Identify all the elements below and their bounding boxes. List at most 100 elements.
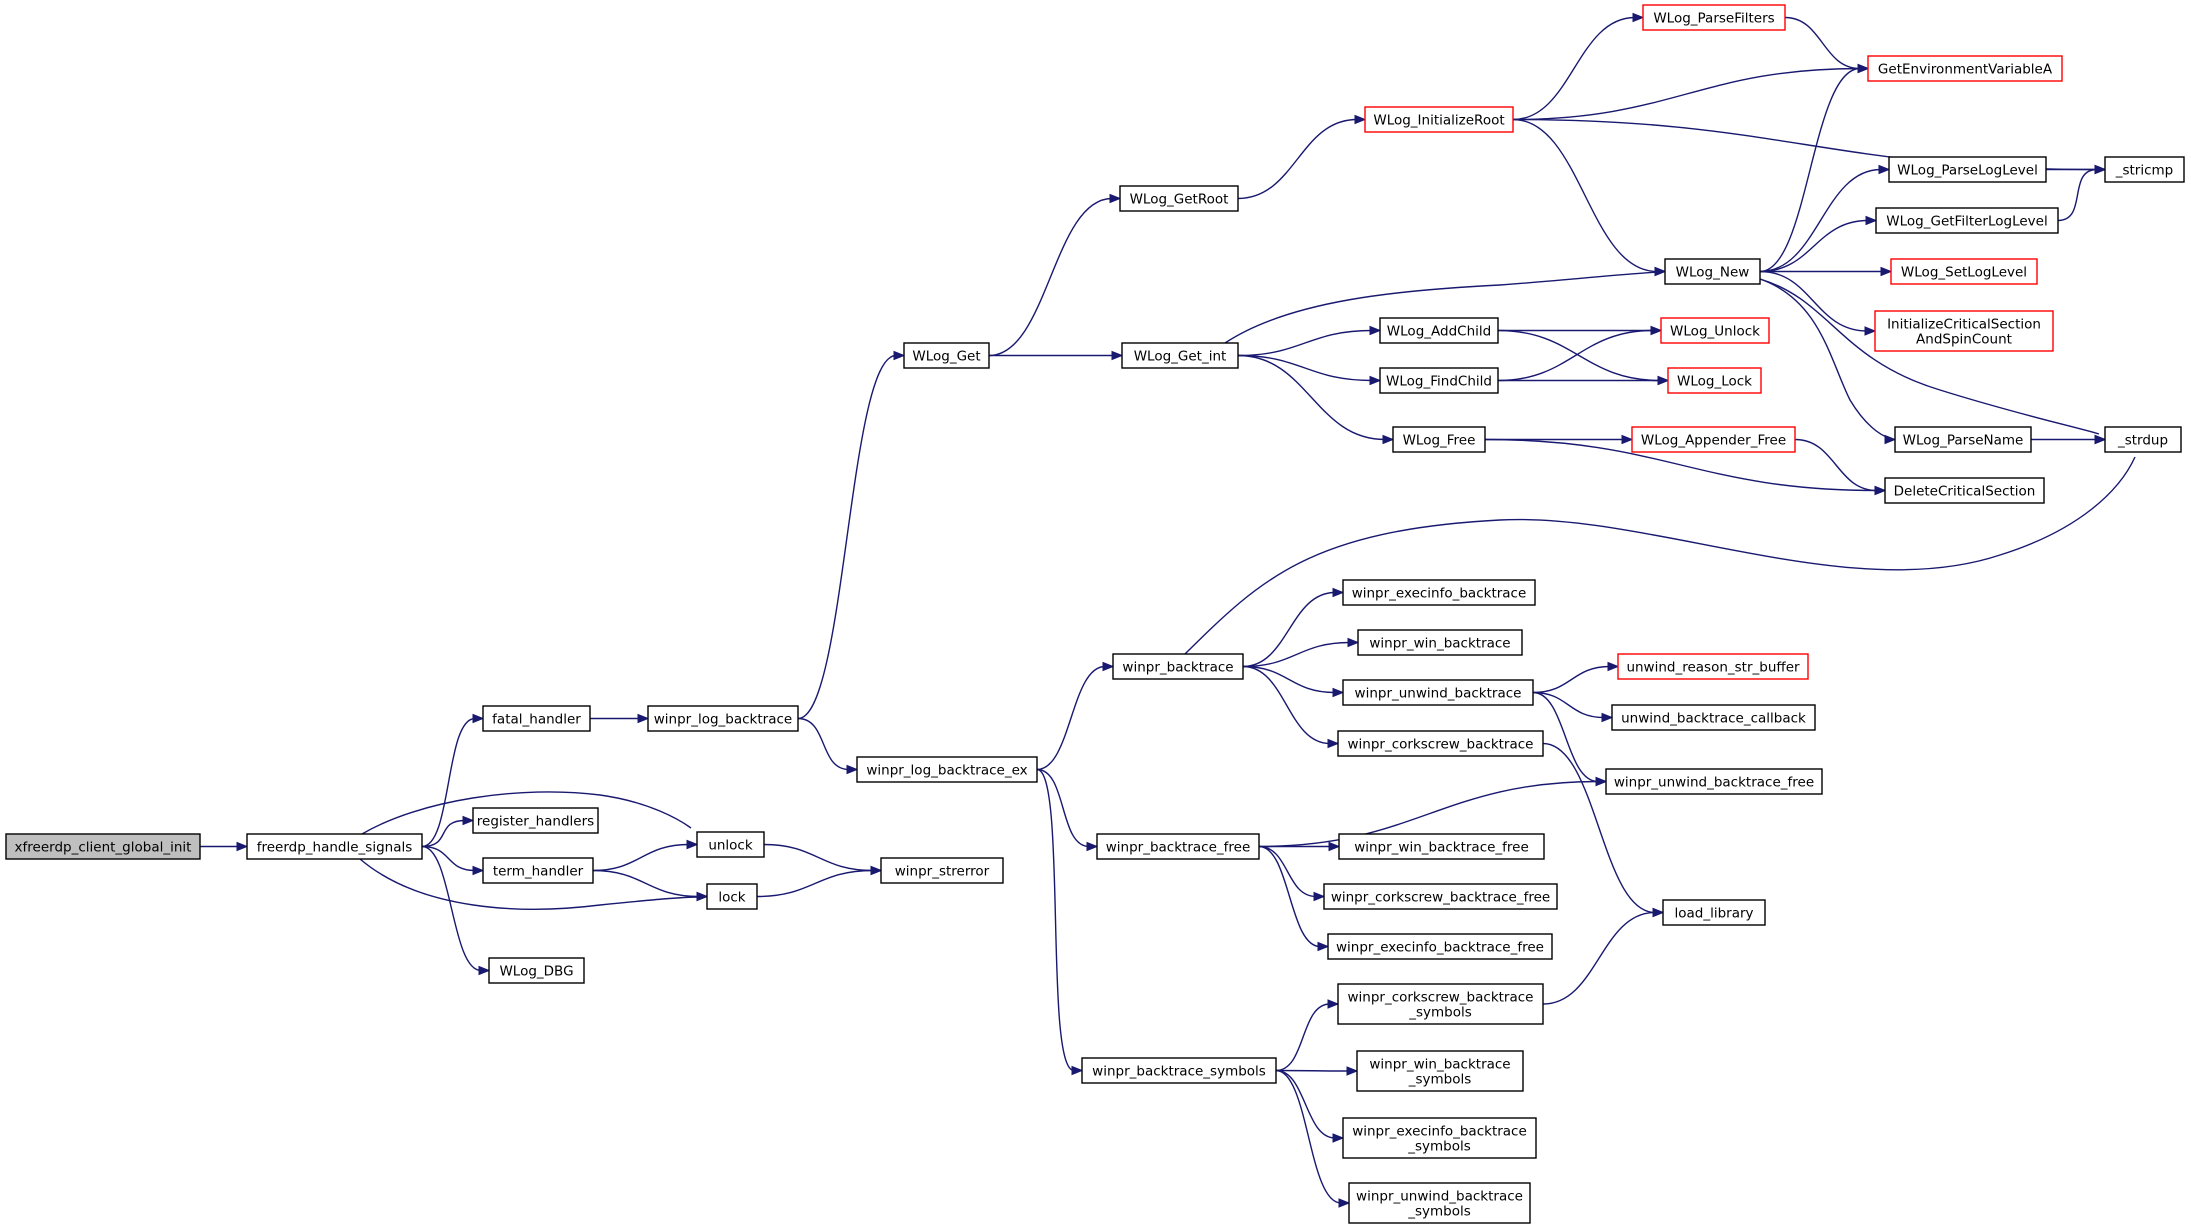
- node-getfilterloglevel[interactable]: WLog_GetFilterLogLevel: [1875, 207, 2059, 234]
- edge-line: [2057, 168, 2098, 222]
- node-box: [696, 831, 765, 858]
- node-label: _stricmp: [2115, 163, 2174, 179]
- node-unwind-sym[interactable]: winpr_unwind_backtrace_symbols: [1348, 1182, 1531, 1224]
- node-wlogdbg[interactable]: WLog_DBG: [488, 957, 585, 984]
- node-box: [1327, 933, 1553, 960]
- node-root[interactable]: xfreerdp_client_global_init: [5, 833, 201, 860]
- edge-logbt-to-wlogget: [797, 350, 906, 720]
- node-box: [1112, 653, 1244, 680]
- edge-arrowhead: [1864, 326, 1877, 336]
- node-bt-symbols[interactable]: winpr_backtrace_symbols: [1081, 1057, 1277, 1084]
- node-box: [5, 833, 201, 860]
- node-corkscrew-bt[interactable]: winpr_corkscrew_backtrace: [1337, 730, 1544, 757]
- node-corkscrew-sym[interactable]: winpr_corkscrew_backtrace_symbols: [1337, 983, 1544, 1025]
- node-bt-free[interactable]: winpr_backtrace_free: [1096, 833, 1260, 860]
- edge-handle-to-fatal: [421, 713, 485, 848]
- node-logbt[interactable]: winpr_log_backtrace: [647, 705, 799, 732]
- node-unwind-bt-free[interactable]: winpr_unwind_backtrace_free: [1605, 768, 1823, 795]
- node-backtrace[interactable]: winpr_backtrace: [1112, 653, 1244, 680]
- edge-line: [1532, 691, 1605, 719]
- edge-line: [1759, 270, 1868, 332]
- edge-arrowhead: [2094, 434, 2107, 445]
- edge-arrowhead: [1071, 1065, 1084, 1076]
- edge-logbtex-to-backtrace: [1036, 661, 1115, 771]
- edge-line: [1224, 271, 1660, 344]
- node-box: [1664, 258, 1761, 285]
- node-strerror[interactable]: winpr_strerror: [880, 857, 1004, 884]
- node-label: lock: [718, 890, 745, 906]
- node-unwind-reason[interactable]: unwind_reason_str_buffer: [1617, 653, 1809, 680]
- node-fatal[interactable]: fatal_handler: [482, 705, 591, 732]
- node-unwind-cb[interactable]: unwind_backtrace_callback: [1611, 704, 1816, 731]
- node-label: WLog_Lock: [1677, 374, 1752, 390]
- node-getint[interactable]: WLog_Get_int: [1121, 342, 1239, 369]
- node-box: [1631, 426, 1796, 453]
- edge-line: [1759, 278, 1890, 439]
- node-label: _symbols: [1408, 1005, 1472, 1021]
- node-wlognew[interactable]: WLog_New: [1664, 258, 1761, 285]
- edge-bt-symbols-to-win-sym: [1275, 1066, 1359, 1076]
- node-execinfo-sym[interactable]: winpr_execinfo_backtrace_symbols: [1342, 1117, 1537, 1159]
- edge-arrowhead: [1884, 434, 1897, 445]
- node-addchild[interactable]: WLog_AddChild: [1379, 317, 1499, 344]
- node-box: [482, 705, 591, 732]
- node-win-sym[interactable]: winpr_win_backtrace_symbols: [1356, 1050, 1524, 1092]
- node-box: [1081, 1057, 1277, 1084]
- edge-arrowhead: [1332, 1133, 1345, 1143]
- node-logbtex[interactable]: winpr_log_backtrace_ex: [856, 756, 1038, 783]
- node-label: freerdp_handle_signals: [257, 840, 413, 856]
- node-handle[interactable]: freerdp_handle_signals: [246, 833, 423, 860]
- node-term[interactable]: term_handler: [482, 857, 594, 884]
- node-strdup[interactable]: _strdup: [2104, 426, 2182, 453]
- node-label: WLog_GetRoot: [1130, 192, 1229, 208]
- node-box: [1342, 1117, 1537, 1159]
- node-findchild[interactable]: WLog_FindChild: [1379, 367, 1499, 394]
- node-lock[interactable]: lock: [706, 883, 758, 910]
- node-getenv[interactable]: GetEnvironmentVariableA: [1867, 55, 2063, 82]
- node-unwind-bt[interactable]: winpr_unwind_backtrace: [1342, 679, 1534, 706]
- node-parseloglevel[interactable]: WLog_ParseLogLevel: [1888, 156, 2047, 183]
- node-label: winpr_execinfo_backtrace_free: [1336, 940, 1544, 956]
- node-label: winpr_log_backtrace_ex: [866, 763, 1027, 779]
- node-box: [1888, 156, 2047, 183]
- edge-line: [1242, 641, 1351, 668]
- node-label: winpr_unwind_backtrace_free: [1614, 775, 1814, 791]
- node-unlock[interactable]: unlock: [696, 831, 765, 858]
- node-execinfo-bt-free[interactable]: winpr_execinfo_backtrace_free: [1327, 933, 1553, 960]
- node-label: WLog_Unlock: [1670, 324, 1760, 340]
- edge-wlognew-to-setloglevel: [1759, 266, 1893, 277]
- node-deletecs[interactable]: DeleteCriticalSection: [1884, 477, 2045, 504]
- node-win-bt-free[interactable]: winpr_win_backtrace_free: [1338, 833, 1545, 860]
- edge-line: [361, 791, 692, 835]
- edge-line: [797, 354, 897, 720]
- edge-line: [1784, 16, 1861, 70]
- node-wlogget[interactable]: WLog_Get: [903, 342, 990, 369]
- node-box: [1337, 730, 1544, 757]
- node-loadlib[interactable]: load_library: [1662, 899, 1766, 926]
- edge-wlognew-to-getenv: [1759, 63, 1870, 273]
- node-appenderfree[interactable]: WLog_Appender_Free: [1631, 426, 1796, 453]
- node-stricmp[interactable]: _stricmp: [2104, 156, 2185, 183]
- edge-line: [1759, 67, 1861, 273]
- node-parsename[interactable]: WLog_ParseName: [1894, 426, 2032, 453]
- edge-term-to-unlock: [592, 839, 699, 872]
- node-parsefilters[interactable]: WLog_ParseFilters: [1642, 4, 1786, 31]
- node-wlogunlock[interactable]: WLog_Unlock: [1660, 317, 1770, 344]
- node-execinfo-bt[interactable]: winpr_execinfo_backtrace: [1342, 579, 1536, 606]
- edge-arrowhead: [1332, 687, 1345, 698]
- node-getroot[interactable]: WLog_GetRoot: [1119, 185, 1239, 212]
- edge-arrowhead: [1632, 12, 1645, 23]
- node-wloglock[interactable]: WLog_Lock: [1667, 367, 1762, 394]
- node-register[interactable]: register_handlers: [472, 807, 599, 834]
- node-corkscrew-bt-free[interactable]: winpr_corkscrew_backtrace_free: [1323, 883, 1558, 910]
- node-box: [1392, 426, 1486, 453]
- node-win-bt[interactable]: winpr_win_backtrace: [1357, 629, 1523, 656]
- node-setloglevel[interactable]: WLog_SetLogLevel: [1890, 258, 2038, 285]
- node-label: winpr_corkscrew_backtrace_free: [1331, 890, 1550, 906]
- edge-bt-symbols-to-corkscrew-sym: [1275, 999, 1340, 1072]
- edge-arrowhead: [1369, 325, 1382, 336]
- node-wlogfree[interactable]: WLog_Free: [1392, 426, 1486, 453]
- edge-handle-to-wlogdbg: [421, 845, 491, 976]
- node-initroot[interactable]: WLog_InitializeRoot: [1364, 106, 1514, 133]
